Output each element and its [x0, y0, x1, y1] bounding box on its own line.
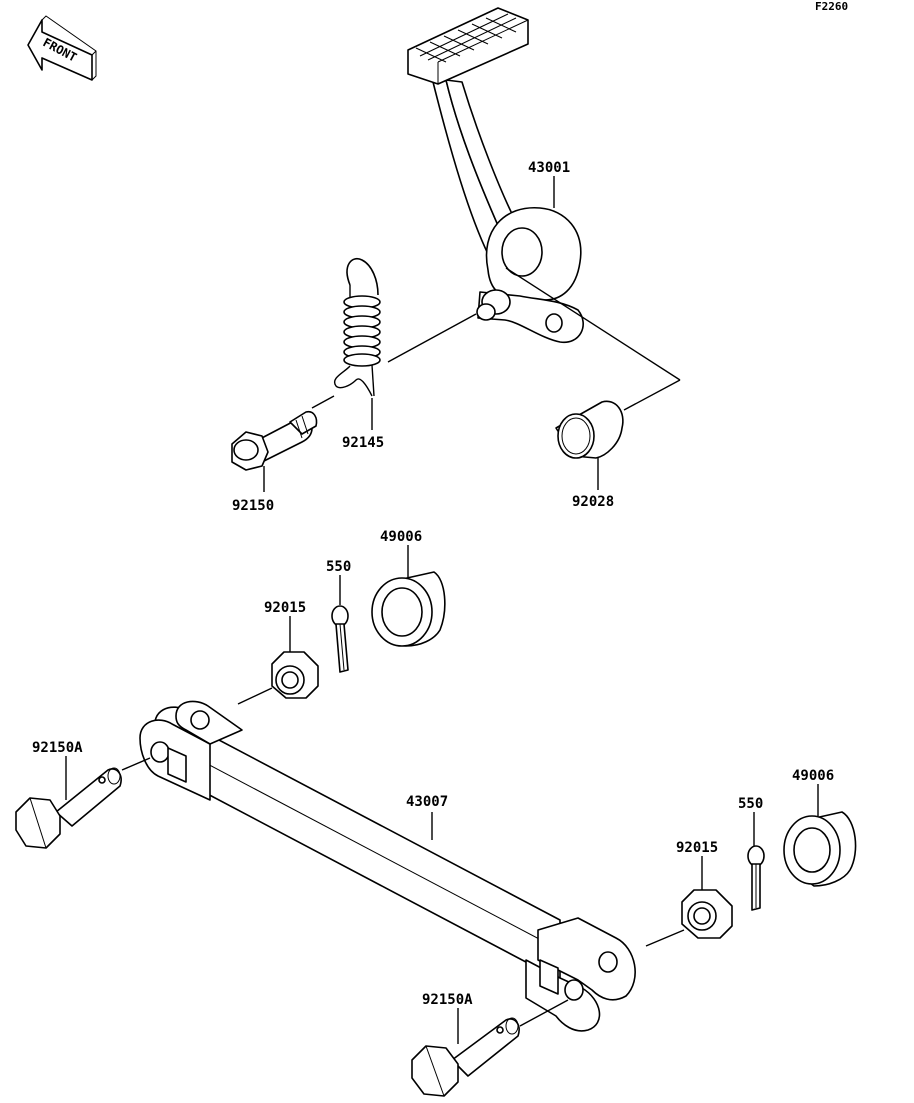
rubber-boot-49006-lower — [783, 811, 857, 887]
label-92150: 92150 — [232, 498, 274, 514]
label-92015-lower: 92015 — [676, 840, 718, 856]
return-spring-92145 — [333, 258, 381, 397]
label-43007: 43007 — [406, 794, 448, 810]
label-92028: 92028 — [572, 494, 614, 510]
label-49006-upper: 49006 — [380, 529, 422, 545]
cotter-pin-550-upper — [331, 605, 349, 673]
cotter-pin-550-lower — [747, 845, 765, 911]
label-49006-lower: 49006 — [792, 768, 834, 784]
link-rod-43007 — [139, 700, 636, 1032]
bushing-92028 — [555, 400, 624, 459]
label-43001: 43001 — [528, 160, 570, 176]
label-92015-upper: 92015 — [264, 600, 306, 616]
label-92145: 92145 — [342, 435, 384, 451]
label-92150A-left: 92150A — [32, 740, 83, 756]
rubber-boot-49006-upper — [371, 571, 446, 647]
label-550-upper: 550 — [326, 559, 351, 575]
nut-92015-upper — [271, 651, 319, 699]
front-arrow-icon: FRONT — [27, 15, 97, 81]
label-550-lower: 550 — [738, 796, 763, 812]
leader-lines — [65, 176, 819, 1044]
label-92150A-bottom: 92150A — [422, 992, 473, 1008]
nut-92015-lower — [681, 889, 733, 939]
bolt-92150 — [231, 410, 318, 471]
diagram-code: F2260 — [815, 0, 848, 13]
pin-92150A-bottom — [411, 1017, 520, 1097]
pin-92150A-left — [15, 767, 122, 849]
brake-pedal-43001 — [407, 7, 584, 343]
